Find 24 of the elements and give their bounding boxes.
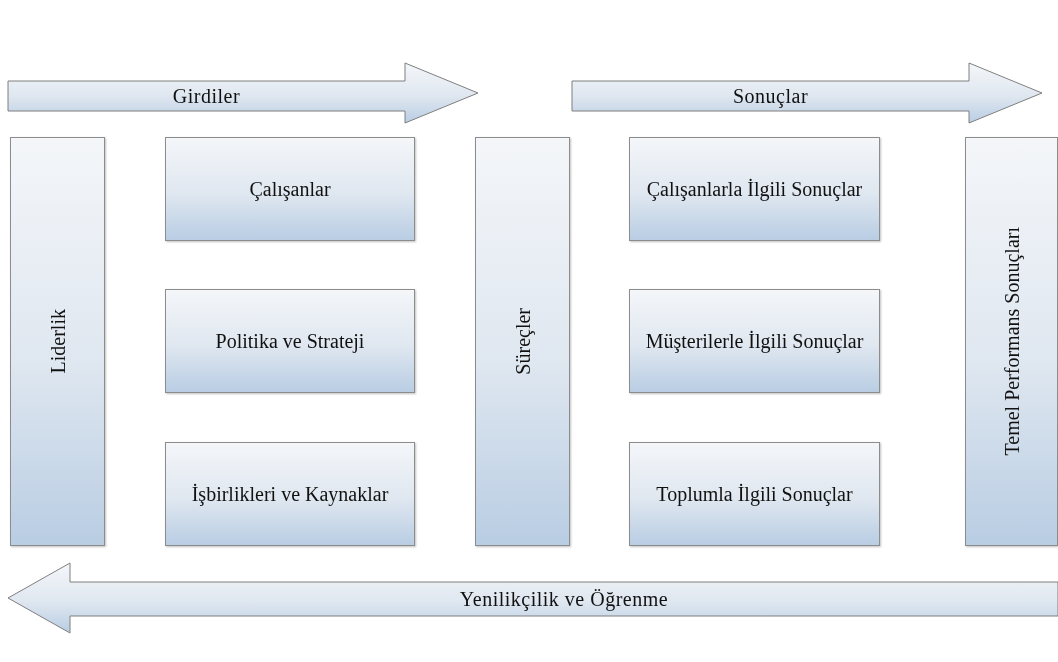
box-label: Liderlik [45,309,70,374]
box-label: Politika ve Strateji [214,329,366,354]
arrow-label: Girdiler [172,85,241,107]
arrow-label: Sonuçlar [732,85,809,107]
vertical-box [475,137,570,546]
process-box [165,137,415,241]
process-box [629,442,880,546]
process-box [165,289,415,393]
process-box [629,289,880,393]
vertical-box [10,137,105,546]
process-box [629,137,880,241]
arrow-label: Yenilikçilik ve Öğrenme [459,588,669,610]
block-arrow [571,62,1043,124]
box-label: İşbirlikleri ve Kaynaklar [190,482,390,507]
box-label: Çalışanlarla İlgili Sonuçlar [645,177,864,202]
vertical-box [965,137,1058,546]
block-arrow [7,62,479,124]
box-label: Çalışanlar [248,177,332,202]
process-box [165,442,415,546]
box-label: Süreçler [510,308,535,375]
box-label: Temel Performans Sonuçları [999,227,1024,456]
block-arrow [7,562,1058,634]
box-label: Müşterilerle İlgili Sonuçlar [644,329,865,354]
box-label: Toplumla İlgili Sonuçlar [655,482,854,507]
